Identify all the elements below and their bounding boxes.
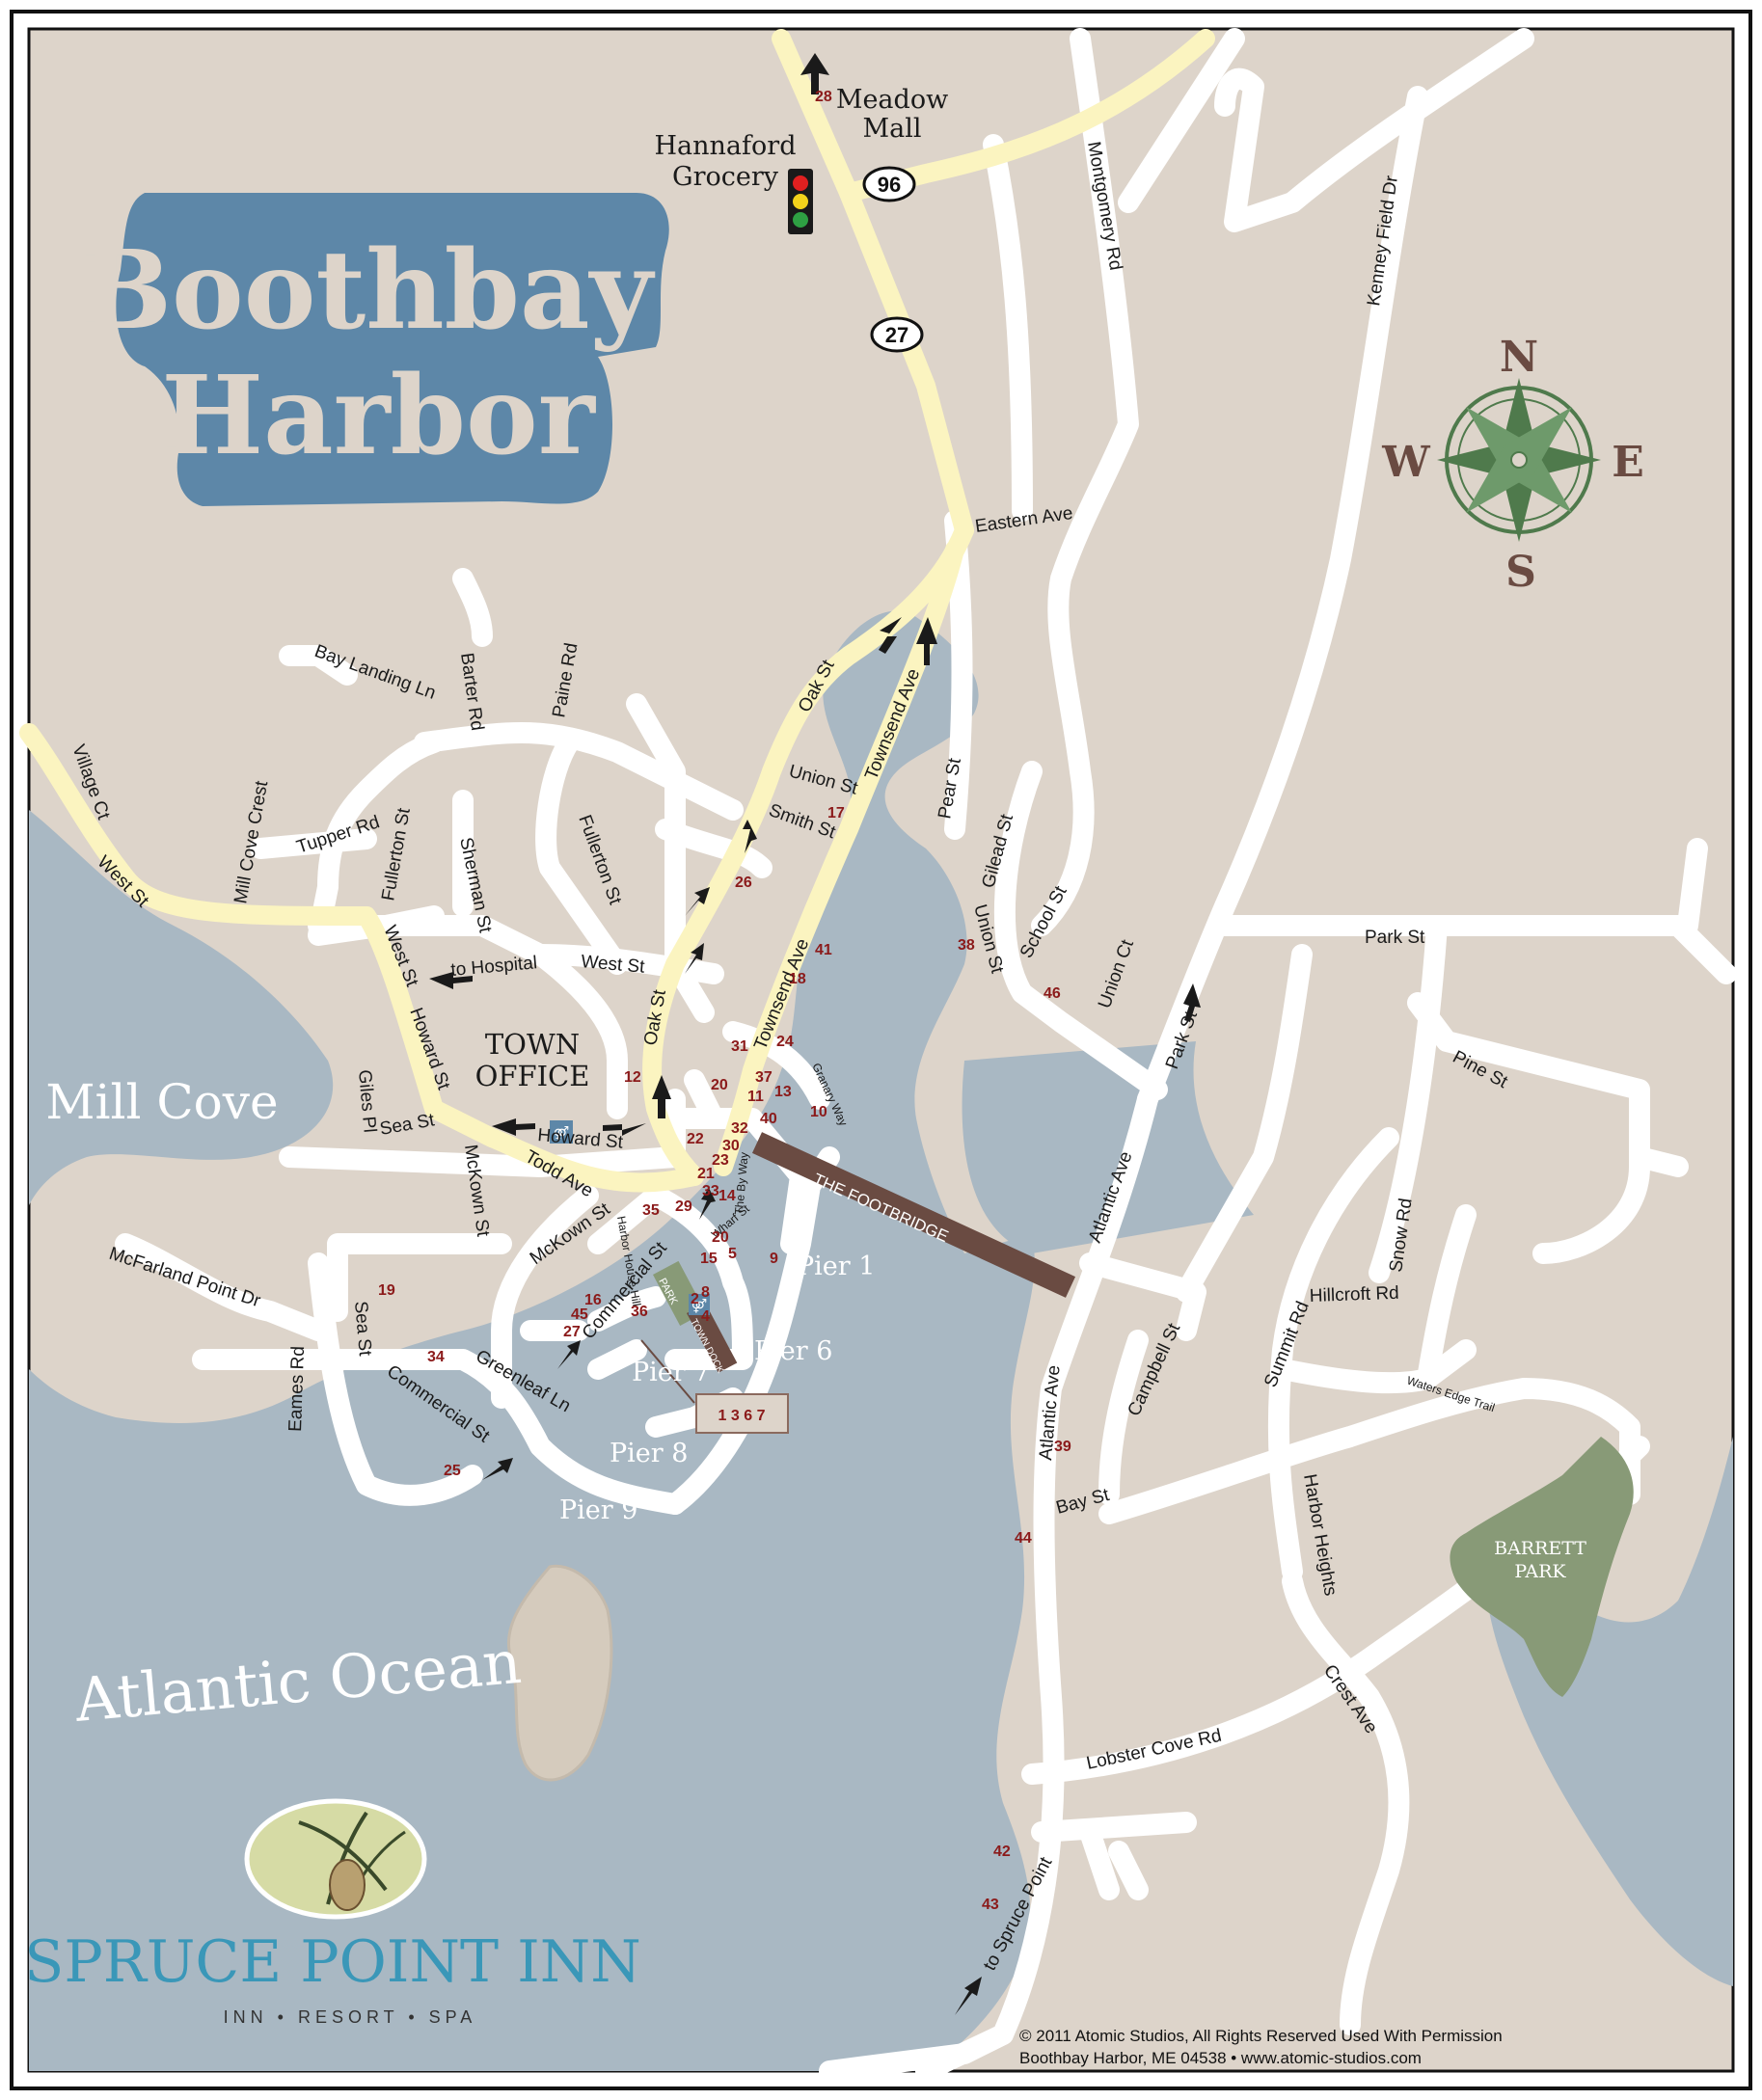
traffic-light-icon bbox=[788, 169, 813, 234]
marker-4[interactable]: 4 bbox=[701, 1308, 710, 1325]
main-route bbox=[19, 29, 1215, 1193]
route-96-shield: 96 bbox=[862, 166, 916, 202]
logo-tagline: INN • RESORT • SPA bbox=[224, 2007, 477, 2027]
title-line-1: Boothbay bbox=[80, 228, 655, 354]
marker-2[interactable]: 2 bbox=[691, 1291, 699, 1307]
pier-9-label[interactable]: Pier 9 bbox=[559, 1495, 637, 1525]
pier-8-label[interactable]: Pier 8 bbox=[610, 1439, 688, 1468]
logo-name: SPRUCE POINT INN bbox=[24, 1928, 641, 1996]
marker-36[interactable]: 36 bbox=[631, 1304, 648, 1320]
marker-8[interactable]: 8 bbox=[701, 1284, 710, 1301]
marker-20a[interactable]: 20 bbox=[711, 1077, 728, 1093]
marker-5[interactable]: 5 bbox=[728, 1246, 737, 1262]
marker-31[interactable]: 31 bbox=[731, 1038, 748, 1055]
right-water bbox=[1485, 1437, 1733, 1986]
hannaford-label-2: Grocery bbox=[672, 162, 779, 192]
pier-1-label[interactable]: Pier 1 bbox=[797, 1252, 875, 1281]
street-park-st-1: Park St bbox=[1365, 928, 1425, 948]
one-way-arrows bbox=[429, 53, 1201, 2015]
marker-29[interactable]: 29 bbox=[675, 1198, 692, 1215]
marker-17[interactable]: 17 bbox=[827, 805, 845, 821]
marker-15[interactable]: 15 bbox=[700, 1251, 718, 1267]
compass-south: S bbox=[1505, 548, 1536, 597]
street-sea-st-2: Sea St bbox=[350, 1301, 375, 1358]
marker-12[interactable]: 12 bbox=[624, 1069, 641, 1086]
marker-44[interactable]: 44 bbox=[1015, 1530, 1032, 1547]
pier-7-label[interactable]: Pier 7 bbox=[632, 1358, 710, 1387]
marker-9[interactable]: 9 bbox=[770, 1251, 778, 1267]
marker-43[interactable]: 43 bbox=[982, 1897, 999, 1913]
street-hillcroft-rd: Hillcroft Rd bbox=[1309, 1283, 1399, 1306]
marker-32[interactable]: 32 bbox=[731, 1120, 748, 1137]
marker-34[interactable]: 34 bbox=[427, 1349, 445, 1365]
marker-23[interactable]: 23 bbox=[712, 1152, 729, 1169]
barrett-park: BARRETT PARK bbox=[1450, 1437, 1634, 1697]
marker-33[interactable]: 33 bbox=[702, 1183, 719, 1199]
marker-callout-box bbox=[695, 1393, 789, 1434]
copyright-line-1: © 2011 Atomic Studios, All Rights Reserv… bbox=[1019, 2027, 1503, 2045]
marker-39[interactable]: 39 bbox=[1054, 1439, 1071, 1455]
street-the-by-way: The By Way bbox=[732, 1151, 751, 1215]
marker-27[interactable]: 27 bbox=[563, 1324, 581, 1340]
marker-11[interactable]: 11 bbox=[747, 1089, 764, 1105]
marker-21[interactable]: 21 bbox=[697, 1166, 715, 1182]
marker-25[interactable]: 25 bbox=[444, 1463, 461, 1479]
barrett-park-label-2: PARK bbox=[1514, 1561, 1566, 1582]
title-line-2: Harbor bbox=[161, 353, 596, 479]
barrett-park-label-1: BARRETT bbox=[1494, 1538, 1586, 1559]
marker-40[interactable]: 40 bbox=[760, 1111, 777, 1127]
map-title: Boothbay Harbor bbox=[80, 193, 669, 506]
marker-41[interactable]: 41 bbox=[815, 942, 832, 958]
compass-north: N bbox=[1500, 333, 1538, 382]
island bbox=[506, 1564, 613, 1782]
marker-callout[interactable]: 1 3 6 7 bbox=[718, 1408, 766, 1424]
marker-35[interactable]: 35 bbox=[642, 1202, 660, 1219]
marker-20b[interactable]: 20 bbox=[712, 1229, 729, 1246]
street-eames-rd: Eames Rd bbox=[285, 1346, 309, 1432]
marker-26[interactable]: 26 bbox=[735, 875, 752, 891]
marker-30[interactable]: 30 bbox=[722, 1138, 740, 1154]
svg-text:27: 27 bbox=[885, 323, 908, 347]
marker-28[interactable]: 28 bbox=[815, 89, 832, 105]
town-office-label-2: OFFICE bbox=[475, 1060, 590, 1092]
town-office-restroom-icon bbox=[550, 1120, 573, 1144]
marker-13[interactable]: 13 bbox=[774, 1084, 792, 1100]
compass-east: E bbox=[1612, 438, 1644, 487]
svg-text:⚤: ⚤ bbox=[554, 1126, 569, 1142]
compass-west: W bbox=[1381, 438, 1430, 487]
copyright-line-2: Boothbay Harbor, ME 04538 • www.atomic-s… bbox=[1019, 2049, 1422, 2067]
spruce-point-inn-logo: SPRUCE POINT INN INN • RESORT • SPA bbox=[24, 1798, 641, 2027]
marker-16[interactable]: 16 bbox=[584, 1292, 602, 1308]
meadow-mall-label-2: Mall bbox=[862, 114, 921, 144]
marker-10[interactable]: 10 bbox=[810, 1104, 827, 1120]
meadow-mall-label-1: Meadow bbox=[836, 85, 948, 115]
marker-14[interactable]: 14 bbox=[718, 1188, 736, 1204]
marker-22[interactable]: 22 bbox=[687, 1131, 704, 1147]
marker-24[interactable]: 24 bbox=[776, 1034, 794, 1050]
restroom-icon: ⚤ bbox=[691, 1299, 707, 1314]
marker-19[interactable]: 19 bbox=[378, 1282, 395, 1299]
numbered-markers: 28 26 17 41 38 46 18 31 24 12 20 37 11 1… bbox=[378, 89, 1071, 1913]
marker-42[interactable]: 42 bbox=[993, 1844, 1011, 1860]
mill-cove-label: Mill Cove bbox=[45, 1074, 278, 1130]
town-office-label-1: TOWN bbox=[485, 1028, 580, 1061]
marker-18[interactable]: 18 bbox=[789, 971, 806, 987]
svg-text:96: 96 bbox=[878, 173, 901, 197]
marker-45[interactable]: 45 bbox=[571, 1306, 588, 1323]
marker-46[interactable]: 46 bbox=[1044, 985, 1061, 1002]
route-27-shield: 27 bbox=[870, 316, 924, 353]
compass-rose-icon: N S E W bbox=[1381, 333, 1643, 597]
harbor-channel bbox=[962, 1041, 1254, 1253]
hannaford-label-1: Hannaford bbox=[655, 131, 797, 161]
marker-38[interactable]: 38 bbox=[958, 937, 975, 954]
pine-cone-icon bbox=[298, 1811, 406, 1911]
pier-6-label[interactable]: Pier 6 bbox=[754, 1336, 832, 1366]
marker-37[interactable]: 37 bbox=[755, 1069, 773, 1086]
